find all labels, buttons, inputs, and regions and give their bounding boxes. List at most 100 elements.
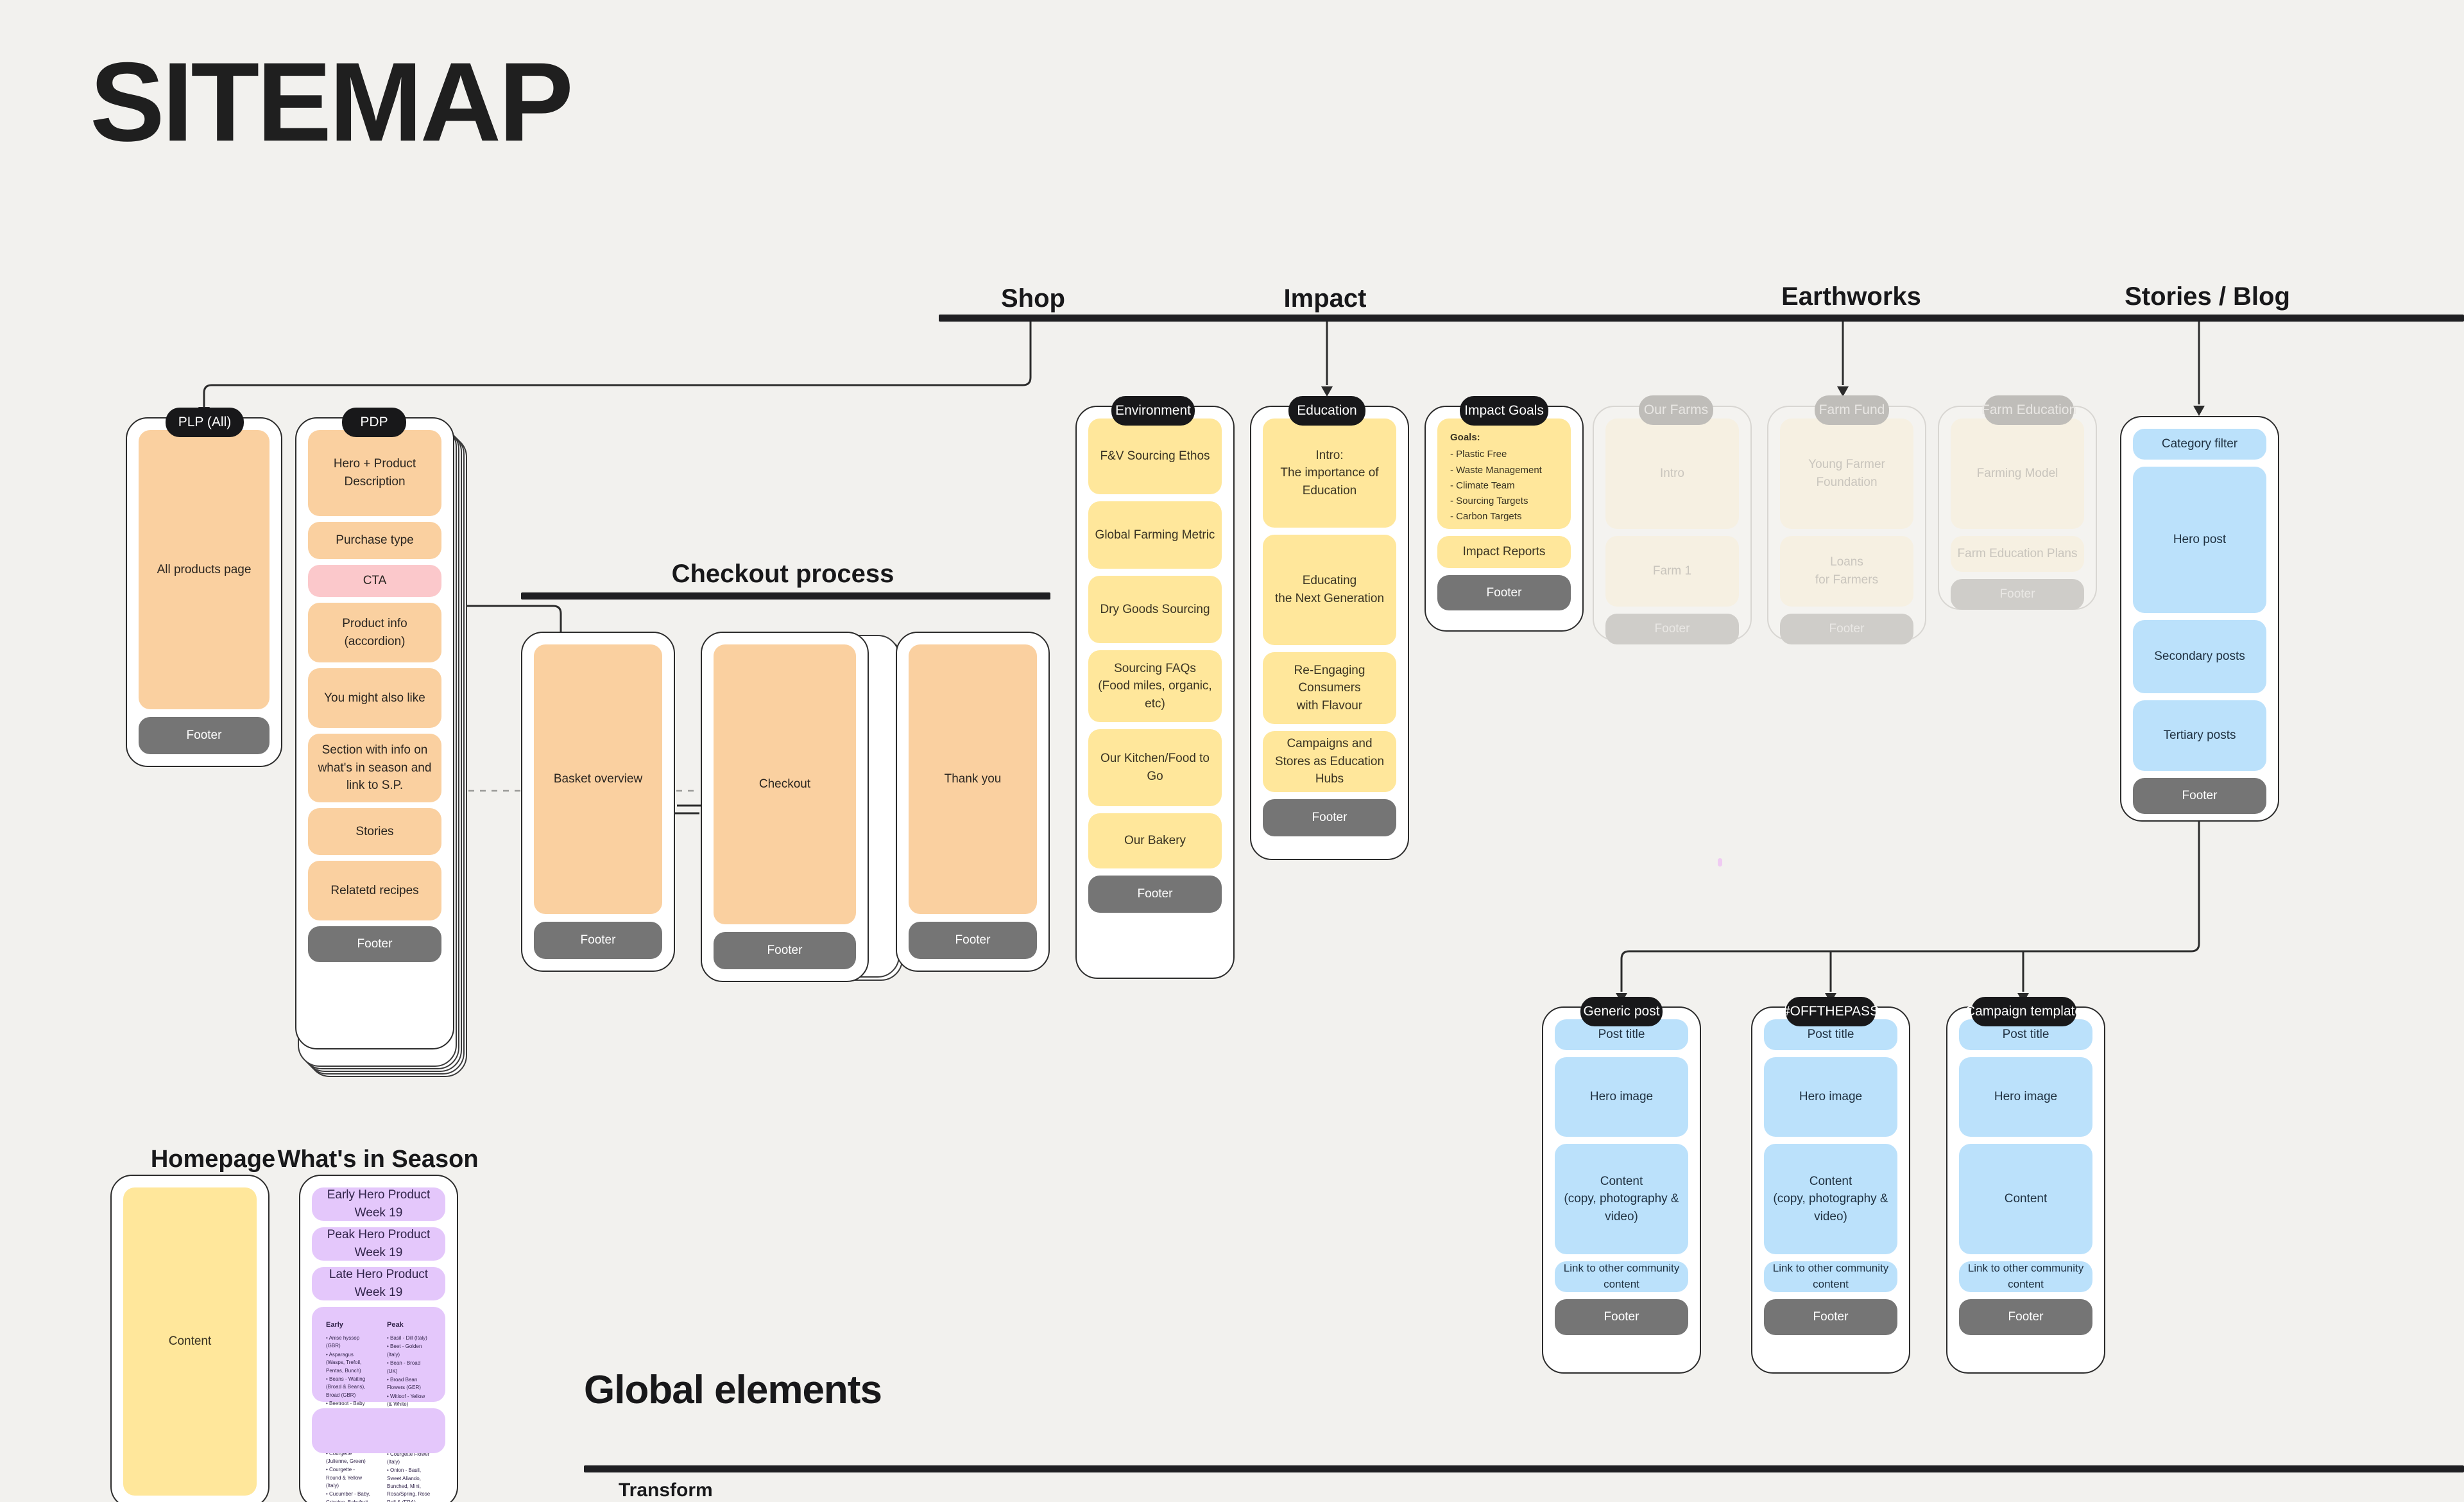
footer-checkout[interactable]: Footer	[714, 932, 856, 969]
footer-environment[interactable]: Footer	[1088, 876, 1222, 913]
frame-farm-education[interactable]: Farming Model Farm Education Plans Foote…	[1938, 406, 2097, 610]
frame-blog-listing[interactable]: Category filter Hero post Secondary post…	[2120, 416, 2279, 822]
nav-label-impact[interactable]: Impact	[1283, 284, 1367, 313]
pill-farm-fund[interactable]: Farm Fund	[1815, 395, 1889, 425]
blk-blog-tertiary-posts[interactable]: Tertiary posts	[2133, 700, 2266, 771]
blk-farm-education-farming-model[interactable]: Farming Model	[1951, 419, 2084, 529]
nav-label-stories-blog[interactable]: Stories / Blog	[2125, 282, 2290, 311]
frame-education[interactable]: Intro:The importance of Education Educat…	[1250, 406, 1409, 860]
blk-season-product-list[interactable]: Early Anise hyssop (GBR) Asparagus (Wasp…	[312, 1307, 445, 1502]
blk-pdp-hero-product-description[interactable]: Hero + Product Description	[308, 430, 441, 516]
footer-farm-education[interactable]: Footer	[1951, 579, 2084, 610]
frame-generic-post[interactable]: Post title Hero image Content(copy, phot…	[1542, 1006, 1701, 1374]
blk-env-our-bakery[interactable]: Our Bakery	[1088, 813, 1222, 868]
frame-our-farms[interactable]: Intro Farm 1 Footer	[1593, 406, 1752, 644]
nav-label-earthworks[interactable]: Earthworks	[1781, 282, 1921, 311]
blk-env-our-kitchen-food-to-go[interactable]: Our Kitchen/Food to Go	[1088, 729, 1222, 806]
blk-pdp-related-recipes[interactable]: Relatetd recipes	[308, 861, 441, 920]
pill-education[interactable]: Education	[1288, 396, 1365, 426]
blk-edu-intro-importance-of-education[interactable]: Intro:The importance of Education	[1263, 419, 1396, 528]
global-elements-rule	[584, 1465, 2464, 1472]
blk-impact-goals-list[interactable]: Goals: - Plastic Free - Waste Management…	[1437, 419, 1571, 529]
blk-blog-category-filter[interactable]: Category filter	[2133, 429, 2266, 460]
blk-pdp-purchase-type[interactable]: Purchase type	[308, 522, 441, 559]
blk-blog-secondary-posts[interactable]: Secondary posts	[2133, 620, 2266, 693]
frame-campaign-template[interactable]: Post title Hero image Content Link to ot…	[1946, 1006, 2105, 1374]
blk-pdp-you-might-also-like[interactable]: You might also like	[308, 668, 441, 728]
footer-farm-fund[interactable]: Footer	[1780, 614, 1913, 644]
frame-offthepass[interactable]: Post title Hero image Content(copy, phot…	[1751, 1006, 1910, 1374]
blk-all-products-page[interactable]: All products page	[139, 430, 270, 709]
blk-pdp-whats-in-season-link[interactable]: Section with info on what's in season an…	[308, 734, 441, 802]
footer-impact-goals[interactable]: Footer	[1437, 575, 1571, 610]
blk-campaign-content[interactable]: Content	[1959, 1144, 2092, 1254]
frame-thank-you[interactable]: Thank you Footer	[896, 632, 1050, 972]
blk-impact-reports[interactable]: Impact Reports	[1437, 536, 1571, 568]
blk-season-extra[interactable]	[312, 1408, 445, 1453]
blk-offthepass-community-link[interactable]: Link to other community content	[1764, 1261, 1897, 1292]
blk-thank-you[interactable]: Thank you	[909, 644, 1037, 914]
pill-plp[interactable]: PLP (All)	[166, 408, 244, 437]
footer-our-farms[interactable]: Footer	[1605, 614, 1739, 644]
footer-campaign-template[interactable]: Footer	[1959, 1299, 2092, 1335]
pill-pdp[interactable]: PDP	[342, 408, 406, 437]
blk-env-sourcing-faqs[interactable]: Sourcing FAQs(Food miles, organic, etc)	[1088, 650, 1222, 722]
frame-checkout[interactable]: Checkout Footer	[701, 632, 869, 982]
pill-campaign-template[interactable]: Campaign template	[1965, 997, 2082, 1026]
blk-env-global-farming-metric[interactable]: Global Farming Metric	[1088, 501, 1222, 569]
blk-env-fv-sourcing-ethos[interactable]: F&V Sourcing Ethos	[1088, 419, 1222, 494]
blk-offthepass-hero-image[interactable]: Hero image	[1764, 1057, 1897, 1137]
footer-thankyou[interactable]: Footer	[909, 922, 1037, 959]
pill-environment[interactable]: Environment	[1111, 396, 1195, 426]
blk-basket-overview[interactable]: Basket overview	[534, 644, 662, 914]
frame-impact-goals[interactable]: Goals: - Plastic Free - Waste Management…	[1425, 406, 1584, 632]
footer-plp[interactable]: Footer	[139, 717, 270, 754]
blk-generic-post-community-link[interactable]: Link to other community content	[1555, 1261, 1688, 1292]
blk-homepage-content[interactable]: Content	[123, 1187, 257, 1496]
footer-generic-post[interactable]: Footer	[1555, 1299, 1688, 1335]
goal-item: - Waste Management	[1450, 464, 1542, 476]
pill-generic-post[interactable]: Generic post	[1580, 997, 1663, 1026]
frame-homepage[interactable]: Content	[110, 1175, 270, 1502]
blk-our-farms-intro[interactable]: Intro	[1605, 419, 1739, 529]
frame-basket-overview[interactable]: Basket overview Footer	[521, 632, 675, 972]
nav-label-shop[interactable]: Shop	[1001, 284, 1065, 313]
blk-pdp-stories[interactable]: Stories	[308, 808, 441, 855]
pill-farm-education[interactable]: Farm Education	[1981, 395, 2076, 425]
blk-pdp-product-info-accordion[interactable]: Product info (accordion)	[308, 603, 441, 662]
blk-campaign-hero-image[interactable]: Hero image	[1959, 1057, 2092, 1137]
footer-blog-listing[interactable]: Footer	[2133, 778, 2266, 814]
blk-our-farms-farm-1[interactable]: Farm 1	[1605, 536, 1739, 607]
blk-env-dry-goods-sourcing[interactable]: Dry Goods Sourcing	[1088, 576, 1222, 643]
blk-offthepass-content[interactable]: Content(copy, photography & video)	[1764, 1144, 1897, 1254]
page-title: SITEMAP	[90, 40, 574, 165]
frame-pdp[interactable]: Hero + Product Description Purchase type…	[295, 417, 454, 1049]
pill-offthepass[interactable]: #OFFTHEPASS	[1783, 997, 1879, 1026]
footer-pdp[interactable]: Footer	[308, 926, 441, 962]
frame-plp[interactable]: All products page Footer	[126, 417, 282, 767]
blk-generic-post-content[interactable]: Content(copy, photography & video)	[1555, 1144, 1688, 1254]
pill-our-farms[interactable]: Our Farms	[1639, 395, 1713, 425]
blk-campaign-community-link[interactable]: Link to other community content	[1959, 1261, 2092, 1292]
blk-pdp-cta[interactable]: CTA	[308, 565, 441, 597]
footer-education[interactable]: Footer	[1263, 799, 1396, 836]
footer-offthepass[interactable]: Footer	[1764, 1299, 1897, 1335]
season-column-heading: Peak	[387, 1321, 404, 1329]
pill-impact-goals[interactable]: Impact Goals	[1460, 396, 1548, 426]
blk-checkout[interactable]: Checkout	[714, 644, 856, 924]
blk-generic-post-hero-image[interactable]: Hero image	[1555, 1057, 1688, 1137]
blk-farm-fund-young-farmer-foundation[interactable]: Young Farmer Foundation	[1780, 419, 1913, 529]
footer-basket[interactable]: Footer	[534, 922, 662, 959]
blk-farm-education-plans[interactable]: Farm Education Plans	[1951, 536, 2084, 572]
frame-environment[interactable]: F&V Sourcing Ethos Global Farming Metric…	[1075, 406, 1235, 979]
blk-blog-hero-post[interactable]: Hero post	[2133, 467, 2266, 613]
